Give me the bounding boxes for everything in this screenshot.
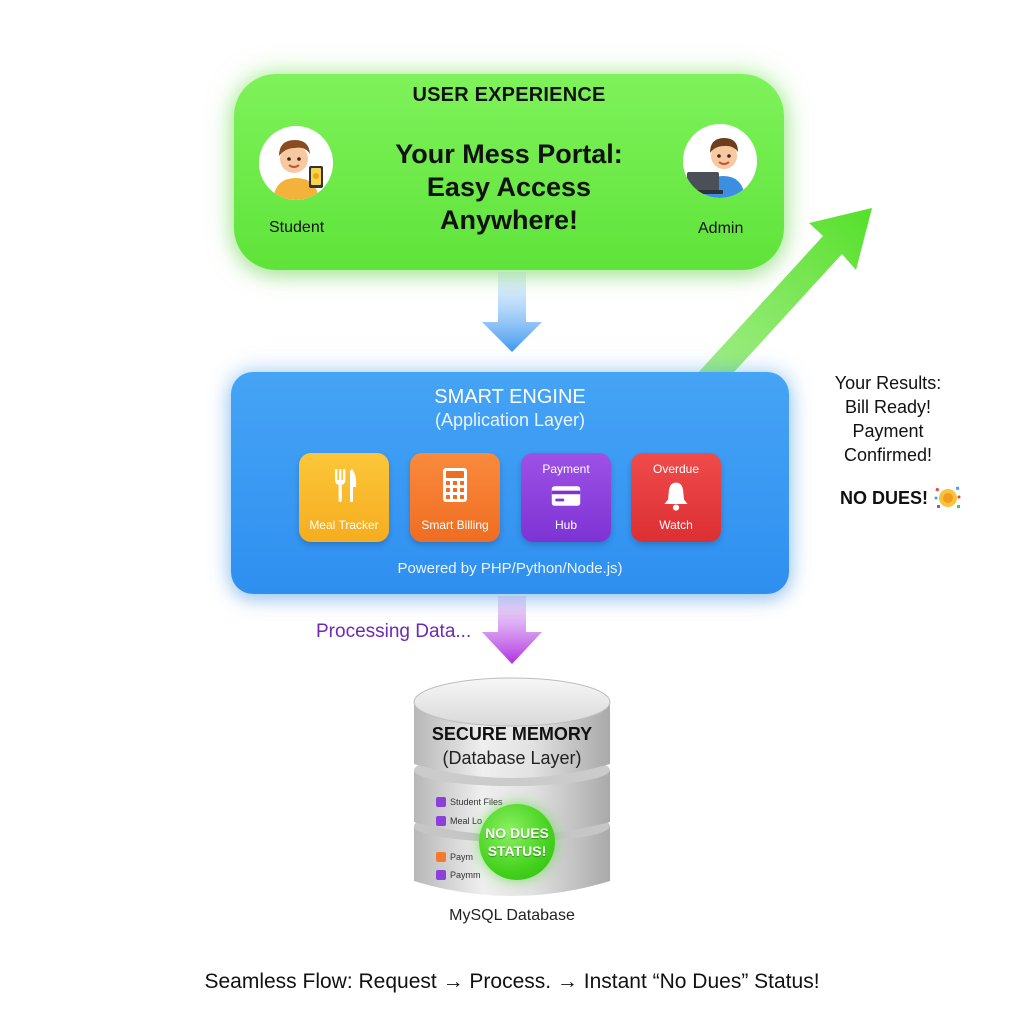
arrow-engine-to-db [482, 596, 542, 664]
party-popper-icon [934, 486, 961, 508]
db-record-label: Meal Lo [450, 816, 483, 826]
module-payment-hub: Payment Hub [521, 453, 611, 542]
record-icon [436, 852, 446, 862]
module-label-top: Payment [542, 462, 590, 476]
database-title: SECURE MEMORY [431, 724, 593, 744]
module-overdue-watch: Overdue Watch [631, 453, 721, 542]
arrow-ux-to-engine [482, 272, 542, 352]
credit-card-icon [551, 486, 581, 506]
no-dues-result: NO DUES! [840, 484, 962, 512]
engine-title: SMART ENGINE [434, 386, 586, 408]
student-label: Student [269, 219, 325, 236]
admin-avatar-icon [683, 124, 757, 198]
flow-summary-footer: Seamless Flow: Request → Process. → Inst… [204, 970, 820, 993]
module-label-bottom: Watch [659, 518, 693, 532]
portal-headline: Your Mess Portal: Easy Access Anywhere! [384, 138, 634, 237]
module-label-bottom: Hub [554, 518, 577, 532]
db-record: Paymm [436, 869, 481, 881]
module-label-top: Overdue [652, 462, 700, 476]
user-experience-panel: USER EXPERIENCE Student Your Mess Portal… [234, 74, 784, 270]
module-smart-billing: Smart Billing [410, 453, 500, 542]
db-record: Meal Lo [436, 815, 482, 827]
module-label: Smart Billing [421, 518, 489, 532]
student-avatar-icon [259, 126, 333, 200]
no-dues-status-badge: NO DUES STATUS! [479, 804, 555, 880]
database-subtitle: (Database Layer) [442, 748, 582, 768]
headline-line-1: Your Mess Portal: [395, 139, 623, 169]
db-record-label: Paymm [450, 870, 481, 880]
smart-engine-panel: SMART ENGINE (Application Layer) Meal Tr… [231, 372, 789, 594]
module-label: Meal Tracker [309, 518, 379, 532]
record-icon [436, 816, 446, 826]
results-line-1: Your Results: [834, 373, 942, 393]
record-icon [436, 870, 446, 880]
database-caption: MySQL Database [449, 907, 575, 924]
db-record: Paym [436, 851, 473, 863]
headline-line-3: Anywhere! [439, 205, 579, 235]
results-line-4: Confirmed! [843, 445, 933, 465]
admin-label: Admin [698, 220, 744, 237]
db-record: Student Files [436, 796, 503, 808]
results-line-3: Payment [852, 421, 924, 441]
module-meal-tracker: Meal Tracker [299, 453, 389, 542]
user-experience-title: USER EXPERIENCE [412, 84, 606, 106]
badge-line-2: STATUS! [487, 843, 547, 859]
record-icon [436, 797, 446, 807]
calculator-icon [443, 468, 467, 502]
processing-label: Processing Data... [316, 621, 472, 642]
engine-subtitle: (Application Layer) [434, 410, 586, 430]
headline-line-2: Easy Access [426, 172, 592, 202]
results-panel: Your Results: Bill Ready! Payment Confir… [818, 371, 958, 467]
results-line-2: Bill Ready! [844, 397, 932, 417]
no-dues-text: NO DUES! [840, 487, 929, 508]
fork-knife-icon [335, 469, 357, 502]
bell-icon [664, 482, 688, 511]
database-cylinder: SECURE MEMORY (Database Layer) Student F… [412, 676, 612, 906]
db-record-label: Student Files [450, 797, 503, 807]
engine-footer: Powered by PHP/Python/Node.js) [397, 560, 623, 577]
db-record-label: Paym [450, 852, 474, 862]
badge-line-1: NO DUES [485, 825, 549, 841]
